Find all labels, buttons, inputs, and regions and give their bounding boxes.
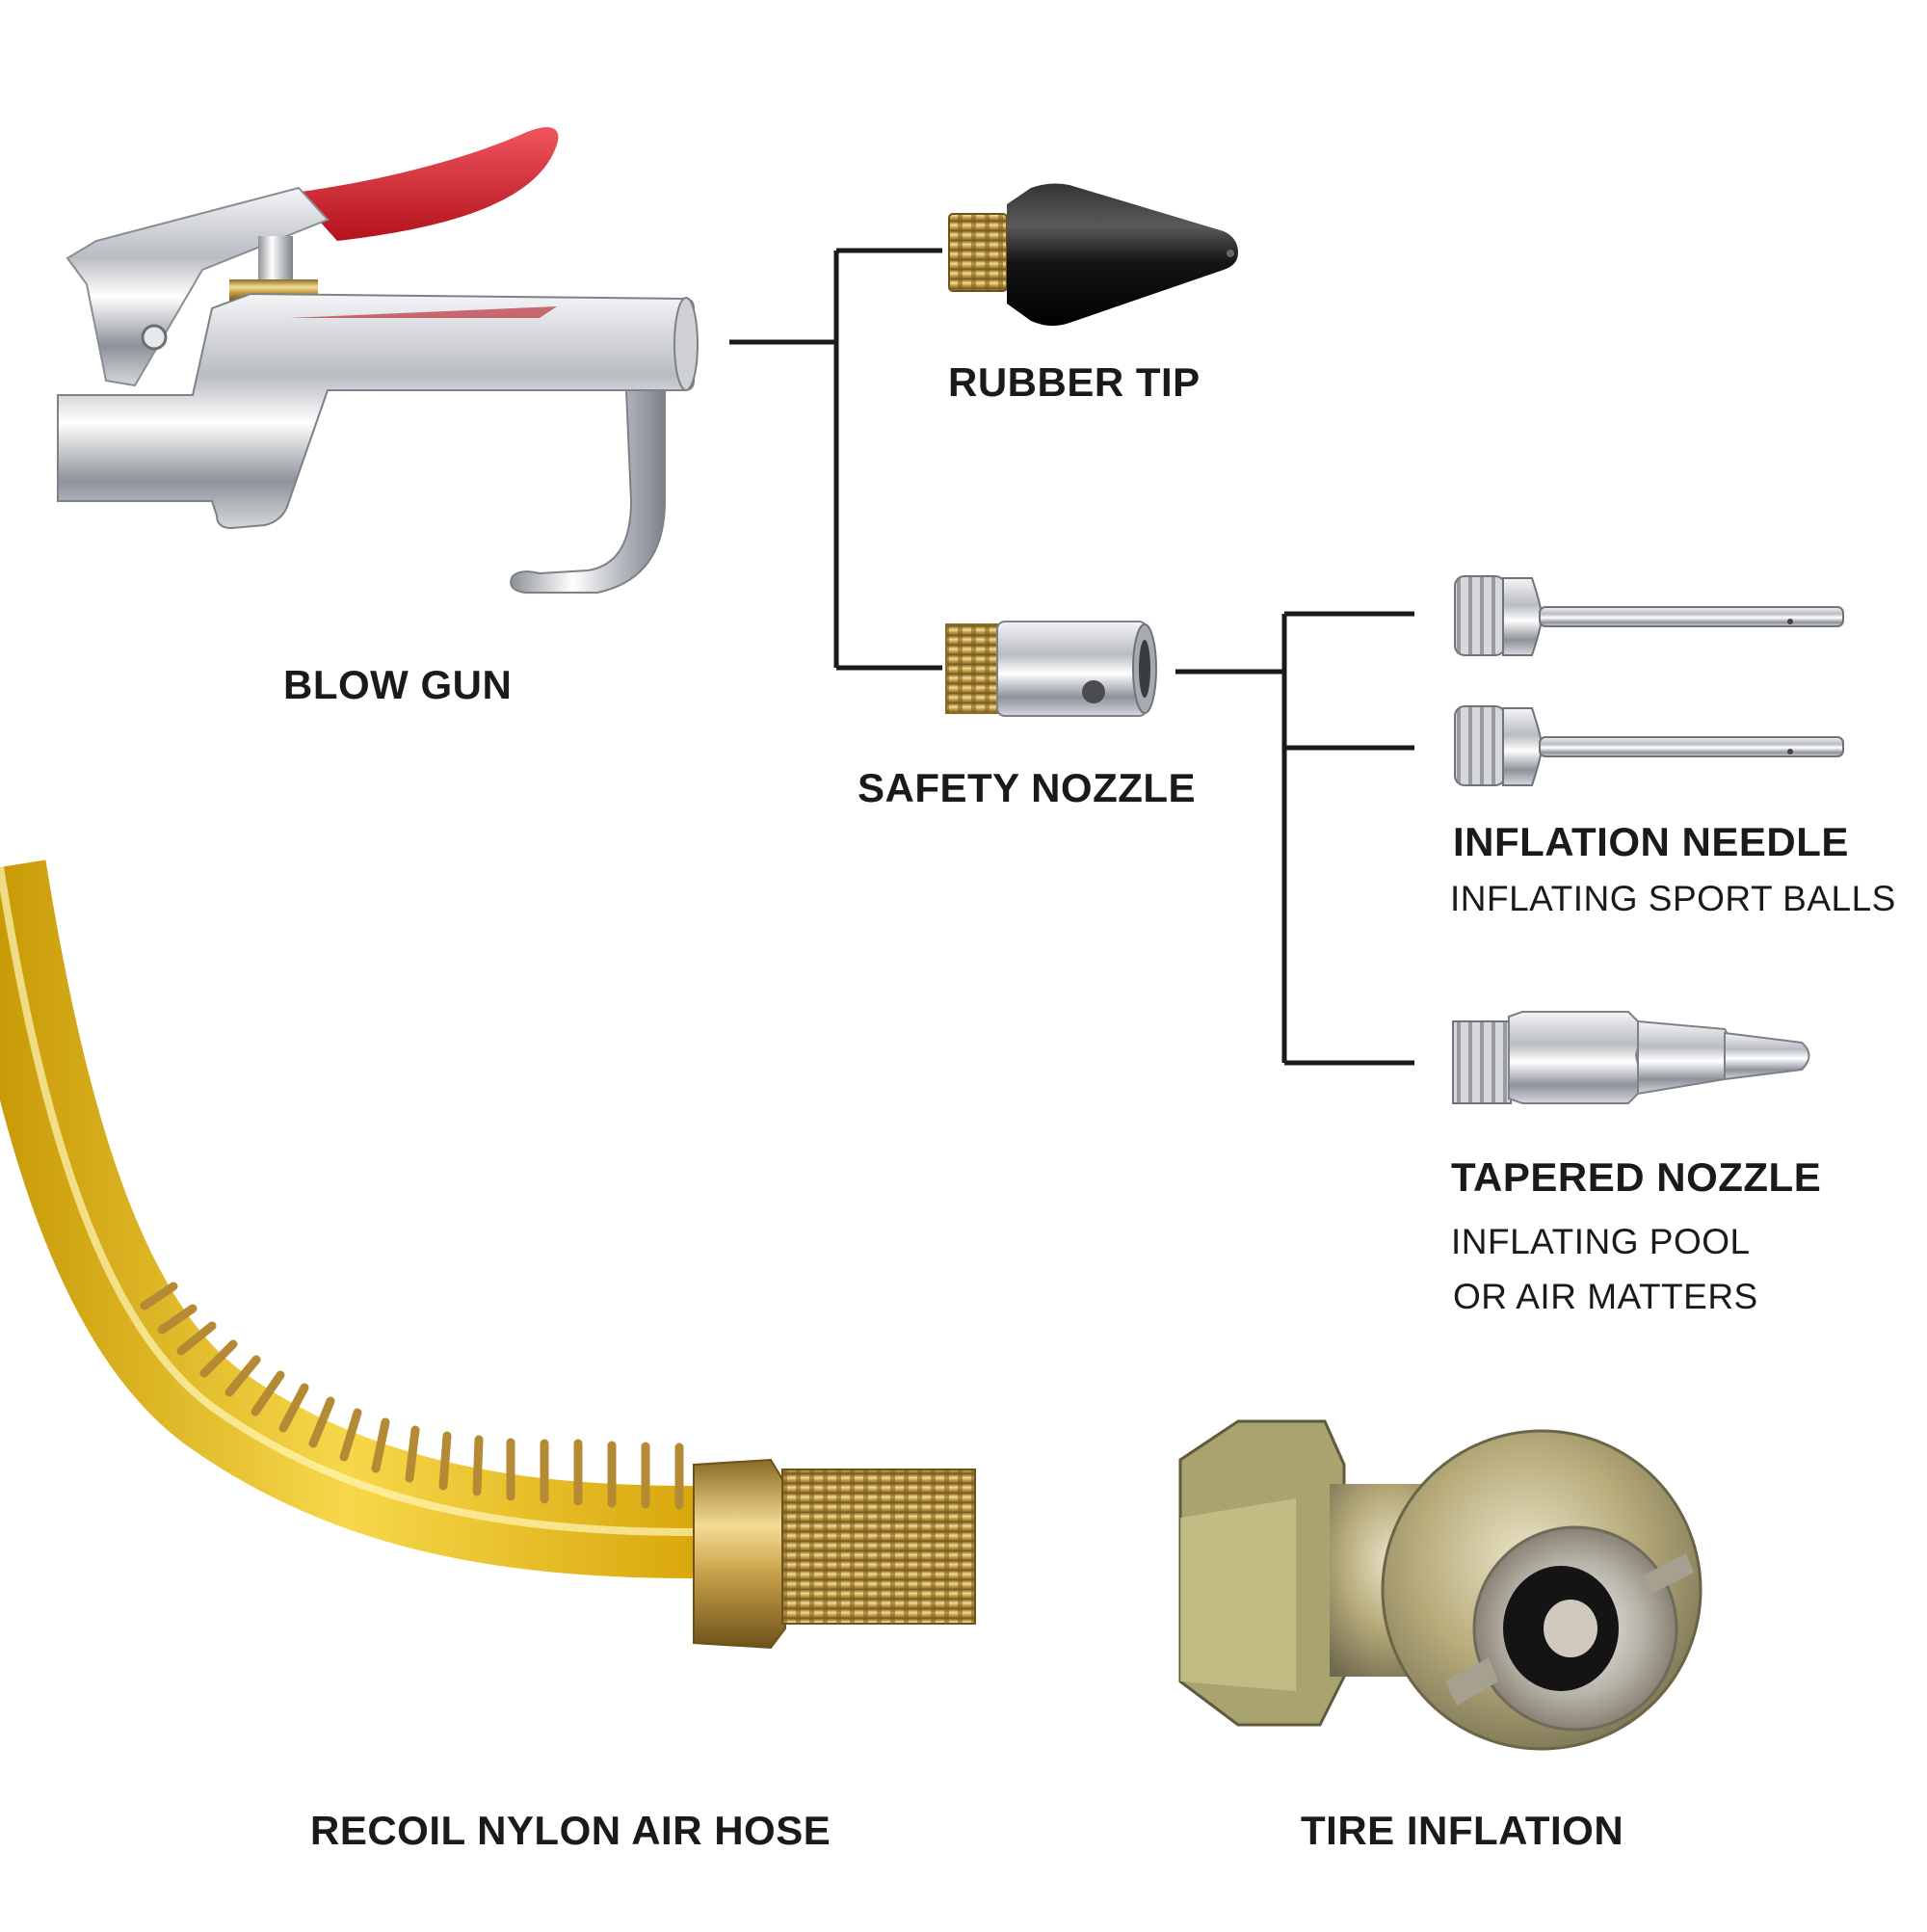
inflation-needle-label: INFLATION NEEDLE (1453, 819, 1849, 864)
safety-nozzle-label: SAFETY NOZZLE (858, 765, 1197, 810)
blow-gun-label: BLOW GUN (283, 662, 513, 707)
tapered-nozzle-subtitle-line1: INFLATING POOL (1451, 1222, 1751, 1261)
tapered-nozzle-subtitle-line2: OR AIR MATTERS (1453, 1277, 1758, 1316)
rubber-tip-label: RUBBER TIP (948, 359, 1201, 405)
tire-inflation-icon (1178, 1419, 1703, 1751)
rubber-tip-icon (948, 183, 1238, 327)
tapered-nozzle-icon (1452, 1011, 1810, 1104)
inflation-needle-subtitle: INFLATING SPORT BALLS (1450, 879, 1896, 918)
blow-gun-icon (57, 126, 699, 594)
air-hose-icon (0, 860, 976, 1650)
inflation-needle-icon (1454, 705, 1844, 786)
inflation-needle-icon (1454, 575, 1844, 656)
tire-inflation-label: TIRE INFLATION (1301, 1808, 1624, 1853)
tapered-nozzle-label: TAPERED NOZZLE (1451, 1154, 1822, 1200)
air-hose-label: RECOIL NYLON AIR HOSE (310, 1808, 832, 1853)
connector-lines (729, 248, 1414, 1066)
safety-nozzle-icon (945, 621, 1157, 717)
